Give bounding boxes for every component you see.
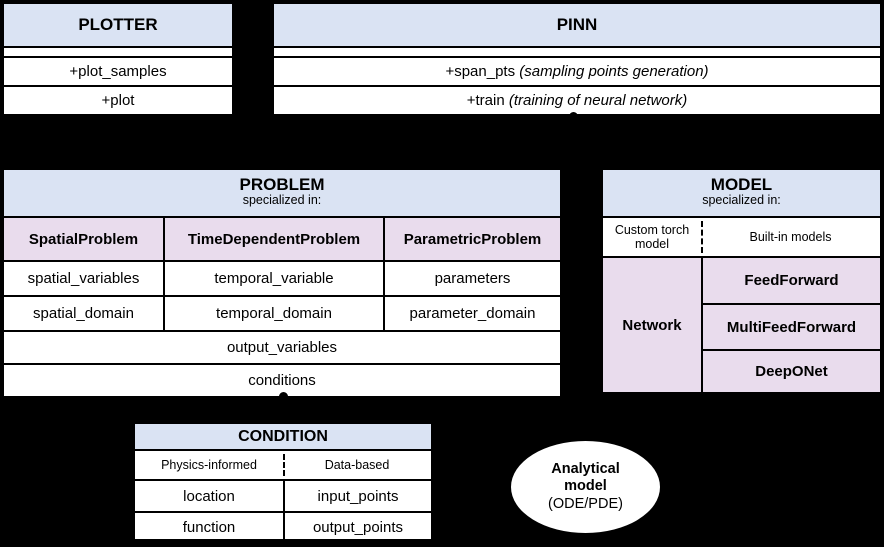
problem-cell-spatial-domain: spatial_domain	[4, 297, 165, 330]
problem-cell-temporal-domain: temporal_domain	[165, 297, 385, 330]
pinn-attribute-compartment	[274, 48, 880, 58]
problem-cell-label: parameter_domain	[409, 305, 536, 322]
class-box-model: MODEL specialized in: Custom torch model…	[601, 168, 882, 392]
model-column-custom-torch: Custom torch model	[603, 218, 701, 256]
class-box-condition: CONDITION Physics-informed Data-based lo…	[133, 422, 433, 541]
condition-column-label: Physics-informed	[161, 458, 257, 472]
condition-cell-label: output_points	[312, 518, 404, 536]
problem-cell-label: temporal_variable	[214, 270, 334, 287]
plotter-method-plot-samples: +plot_samples	[4, 58, 232, 87]
model-column-header-row: Custom torch model Built-in models	[603, 218, 880, 258]
condition-column-label: Data-based	[324, 458, 390, 472]
problem-attribute-row: spatial_domain temporal_domain parameter…	[4, 297, 560, 332]
model-column-label: Built-in models	[749, 230, 832, 244]
problem-cell-label: parameters	[434, 270, 511, 287]
class-box-plotter: PLOTTER +plot_samples +plot	[2, 2, 234, 114]
model-item-multifeedforward: MultiFeedForward	[703, 305, 880, 351]
model-item-label: DeepONet	[755, 363, 828, 380]
problem-attribute-row: spatial_variables temporal_variable para…	[4, 262, 560, 297]
analytical-model-ellipse: Analytical model (ODE/PDE)	[509, 439, 662, 535]
pinn-method-name: +span_pts	[445, 63, 516, 80]
pinn-method-note: (training of neural network)	[508, 92, 688, 109]
model-item-label: MultiFeedForward	[726, 318, 857, 336]
connector-plotter-pinn-line	[234, 57, 272, 59]
problem-cell-parameters: parameters	[385, 262, 560, 295]
problem-column-label: SpatialProblem	[28, 230, 139, 248]
condition-row: location input_points	[135, 481, 431, 513]
plotter-method-plot: +plot	[4, 87, 232, 114]
model-column-label: Custom torch model	[614, 223, 690, 251]
condition-row: function output_points	[135, 513, 431, 541]
problem-column-timedependent: TimeDependentProblem	[165, 218, 385, 260]
condition-cell-label: input_points	[317, 487, 399, 505]
problem-cell-label: spatial_variables	[27, 270, 140, 287]
problem-cell-parameter-domain: parameter_domain	[385, 297, 560, 330]
model-title-block: MODEL specialized in:	[603, 170, 880, 218]
condition-title: CONDITION	[135, 424, 431, 451]
model-cell-network: Network	[603, 258, 703, 392]
problem-row-label: conditions	[248, 372, 316, 389]
problem-column-label: TimeDependentProblem	[187, 230, 361, 248]
condition-column-data-based: Data-based	[283, 451, 431, 479]
problem-cell-spatial-variables: spatial_variables	[4, 262, 165, 295]
model-title: MODEL	[710, 175, 773, 194]
condition-cell-location: location	[135, 481, 285, 511]
analytical-model-line3: (ODE/PDE)	[548, 495, 623, 512]
condition-cell-input-points: input_points	[285, 481, 431, 511]
plotter-method-label: +plot_samples	[69, 63, 167, 80]
problem-cell-temporal-variable: temporal_variable	[165, 262, 385, 295]
connector-analytical-condition-line	[442, 482, 517, 484]
model-body: Network FeedForward MultiFeedForward Dee…	[603, 258, 880, 392]
problem-row-output-variables: output_variables	[4, 332, 560, 365]
pinn-method-name: +train	[466, 92, 505, 109]
condition-column-dashed-divider	[283, 454, 285, 476]
connector-analytical-condition-arrowhead	[433, 478, 442, 488]
model-item-deeponet: DeepONet	[703, 351, 880, 392]
connector-bus-to-model	[741, 142, 743, 168]
connector-problem-condition-stem	[282, 398, 284, 422]
plotter-method-label: +plot	[101, 92, 135, 109]
model-column-dashed-divider	[701, 221, 703, 253]
problem-cell-label: temporal_domain	[216, 305, 332, 322]
problem-column-header-row: SpatialProblem TimeDependentProblem Para…	[4, 218, 560, 262]
plotter-title: PLOTTER	[4, 4, 232, 48]
model-subtitle: specialized in:	[702, 192, 781, 207]
connector-bus-to-problem	[283, 142, 285, 168]
problem-title: PROBLEM	[239, 175, 325, 194]
problem-cell-label: spatial_domain	[33, 305, 134, 322]
problem-title-block: PROBLEM specialized in:	[4, 170, 560, 218]
problem-subtitle: specialized in:	[242, 192, 322, 207]
plotter-attribute-compartment	[4, 48, 232, 58]
model-item-label: FeedForward	[744, 272, 839, 289]
pinn-method-note: (sampling points generation)	[519, 63, 709, 80]
pinn-title: PINN	[274, 4, 880, 48]
condition-cell-output-points: output_points	[285, 513, 431, 541]
analytical-model-line2: model	[564, 478, 607, 495]
connector-pinn-bus	[283, 142, 743, 144]
pinn-method-train: +train (training of neural network)	[274, 87, 880, 114]
problem-column-label: ParametricProblem	[403, 230, 542, 248]
analytical-model-line1: Analytical	[551, 461, 620, 478]
class-box-pinn: PINN +span_pts (sampling points generati…	[272, 2, 882, 114]
problem-row-conditions: conditions	[4, 365, 560, 396]
connector-plotter-pinn-circle	[236, 53, 245, 62]
problem-column-spatial: SpatialProblem	[4, 218, 165, 260]
condition-cell-label: function	[182, 518, 236, 536]
condition-column-physics-informed: Physics-informed	[135, 451, 283, 479]
class-box-problem: PROBLEM specialized in: SpatialProblem T…	[2, 168, 562, 396]
pinn-method-span-pts: +span_pts (sampling points generation)	[274, 58, 880, 87]
model-column-builtin: Built-in models	[701, 218, 880, 256]
model-item-feedforward: FeedForward	[703, 258, 880, 305]
connector-pinn-down-stem	[572, 118, 574, 144]
model-builtin-list: FeedForward MultiFeedForward DeepONet	[703, 258, 880, 392]
model-network-label: Network	[622, 316, 682, 334]
condition-cell-function: function	[135, 513, 285, 541]
problem-row-label: output_variables	[226, 339, 338, 356]
condition-column-header-row: Physics-informed Data-based	[135, 451, 431, 481]
problem-column-parametric: ParametricProblem	[385, 218, 560, 260]
condition-cell-label: location	[183, 487, 235, 505]
